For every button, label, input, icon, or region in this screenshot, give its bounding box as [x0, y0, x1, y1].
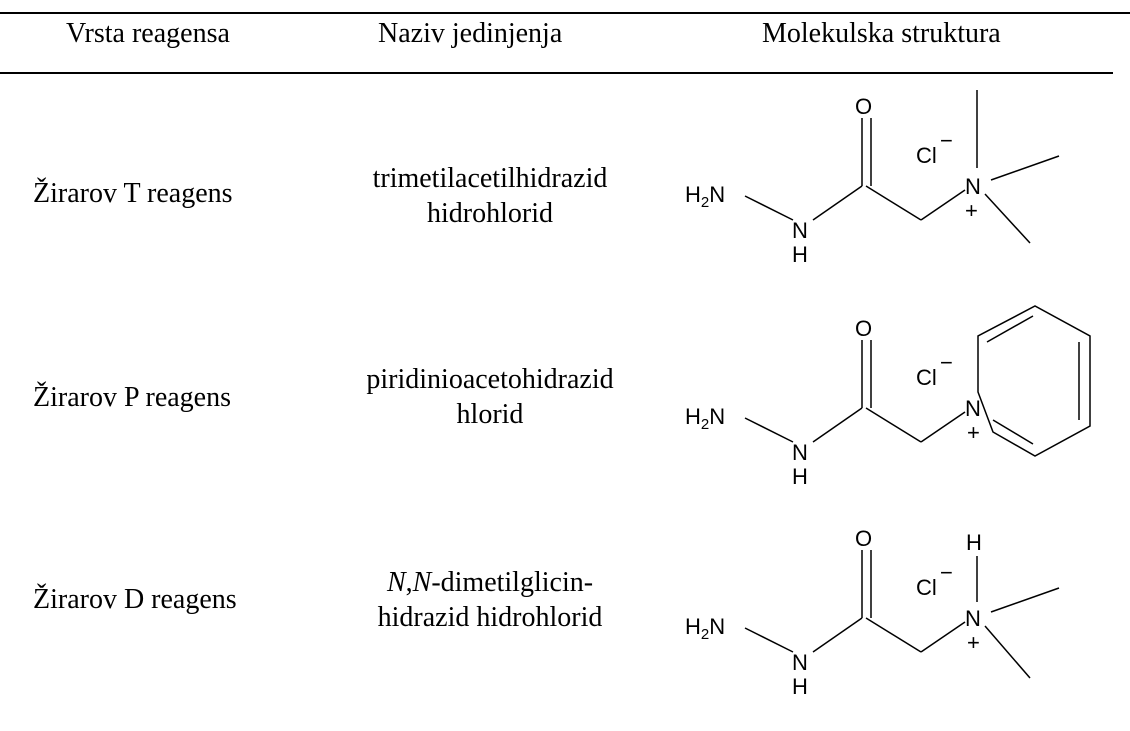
- table-header-rule: [0, 72, 1113, 74]
- table-top-rule: [0, 12, 1130, 14]
- row-2-oxygen-label: O: [855, 316, 872, 341]
- row-1-nh-n-label: N: [792, 218, 808, 243]
- row-3-h2n-label: H2N: [685, 614, 725, 643]
- row-3-name-line-2: hidrazid hidrohlorid: [377, 602, 603, 633]
- header-molecular-structure: Molekulska struktura: [762, 18, 1001, 49]
- header-reagent-type: Vrsta reagensa: [66, 18, 230, 49]
- row-2-name-line-2: hlorid: [456, 399, 524, 430]
- row-3-oxygen-label: O: [855, 526, 872, 551]
- row-1-name-line-2: hidrohlorid: [427, 198, 553, 229]
- row-3-nh-n-label: N: [792, 650, 808, 675]
- row-1-chloride-label: Cl: [916, 143, 937, 168]
- row-2-name-line-1: piridinioacetohidrazid: [366, 364, 614, 395]
- row-2-h2n-label: H2N: [685, 404, 725, 433]
- row-2-plus-sign: +: [967, 420, 980, 445]
- row-3-name-line-1: N,N-dimetilglicin-: [320, 565, 660, 600]
- row-1-chloride-minus: −: [940, 128, 953, 153]
- row-2-nh-h-label: H: [792, 464, 808, 489]
- row-1-molecular-structure: H2N N H O Cl − N +: [685, 90, 1060, 267]
- row-3-name-sep: ,: [405, 567, 413, 598]
- row-3-molecular-structure: H2N N H O Cl − H N +: [685, 526, 1060, 699]
- row-1-ammonium-n-label: N: [965, 174, 981, 199]
- row-3-compound-name: N,N-dimetilglicin- hidrazid hidrohlorid: [320, 565, 660, 635]
- row-3-ammonium-n-label: N: [965, 606, 981, 631]
- row-3-name-italic-n1: N: [386, 567, 406, 598]
- row-2-chloride-minus: −: [940, 350, 953, 375]
- row-3-ammonium-h-label: H: [966, 530, 982, 555]
- row-2-compound-name: piridinioacetohidrazid hlorid: [320, 362, 660, 432]
- row-1-nh-h-label: H: [792, 242, 808, 267]
- row-1-reagent-type: Žirarov T reagens: [33, 178, 233, 209]
- row-2-pyridine-ring: [977, 305, 1091, 457]
- row-3-plus-sign: +: [967, 630, 980, 655]
- row-2-molecular-structure: H2N N H O Cl − N +: [685, 305, 1091, 489]
- header-compound-name: Naziv jedinjenja: [378, 18, 563, 49]
- row-1-oxygen-label: O: [855, 94, 872, 119]
- row-3-nh-h-label: H: [792, 674, 808, 699]
- row-1-compound-name: trimetilacetilhidrazid hidrohlorid: [320, 161, 660, 231]
- row-1-h2n-label: H2N: [685, 182, 725, 211]
- row-2-nh-n-label: N: [792, 440, 808, 465]
- row-2-pyridinium-n-label: N: [965, 396, 981, 421]
- row-3-chloride-minus: −: [940, 560, 953, 585]
- row-3-name-rest: -dimetilglicin-: [431, 567, 594, 598]
- row-2-reagent-type: Žirarov P reagens: [33, 382, 231, 413]
- row-3-name-italic-n2: N: [412, 567, 432, 598]
- row-2-chloride-label: Cl: [916, 365, 937, 390]
- row-1-name-line-1: trimetilacetilhidrazid: [372, 163, 608, 194]
- row-3-reagent-type: Žirarov D reagens: [33, 584, 237, 615]
- row-3-chloride-label: Cl: [916, 575, 937, 600]
- row-1-plus-sign: +: [965, 198, 978, 223]
